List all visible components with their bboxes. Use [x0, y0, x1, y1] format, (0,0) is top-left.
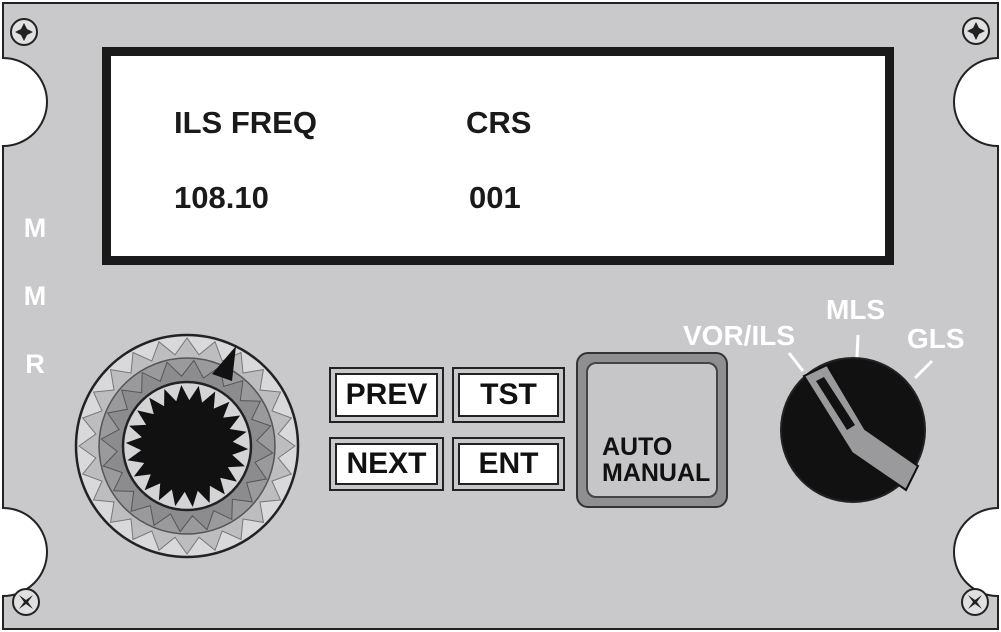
triangle-pointer-icon	[212, 346, 236, 381]
screw-icon	[10, 18, 38, 46]
screw-icon	[962, 17, 990, 45]
ils-freq-value: 108.10	[174, 180, 269, 215]
ils-freq-heading: ILS FREQ	[174, 105, 317, 140]
screw-icon	[12, 588, 40, 616]
selector-label-vor-ils: VOR/ILS	[683, 320, 796, 351]
selector-tick-gls	[913, 359, 934, 380]
side-label-letter: R	[25, 349, 45, 379]
manual-label: MANUAL	[602, 459, 711, 487]
selector-pointer-slot	[816, 377, 855, 430]
auto-label: AUTO	[602, 433, 673, 461]
selector-label-mls: MLS	[826, 294, 886, 325]
prev-button[interactable]: PREV	[335, 373, 438, 417]
tst-button[interactable]: TST	[458, 373, 559, 417]
selector-tick-mls	[855, 334, 860, 358]
selector-label-gls: GLS	[907, 323, 965, 354]
auto-manual-button[interactable]: AUTO MANUAL	[576, 352, 728, 508]
crs-heading: CRS	[466, 105, 532, 140]
frequency-knob[interactable]	[74, 333, 300, 559]
ent-button[interactable]: ENT	[458, 443, 559, 485]
auto-manual-button-face: AUTO MANUAL	[586, 362, 718, 498]
display-screen	[111, 56, 885, 256]
next-button[interactable]: NEXT	[335, 443, 438, 485]
screw-icon	[961, 588, 989, 616]
mode-selector-knob[interactable]	[780, 357, 926, 503]
selector-tick-vor-ils	[787, 352, 805, 372]
crs-value: 001	[469, 180, 521, 215]
side-label-letter: M	[23, 213, 47, 243]
side-label-letter: M	[23, 281, 47, 311]
